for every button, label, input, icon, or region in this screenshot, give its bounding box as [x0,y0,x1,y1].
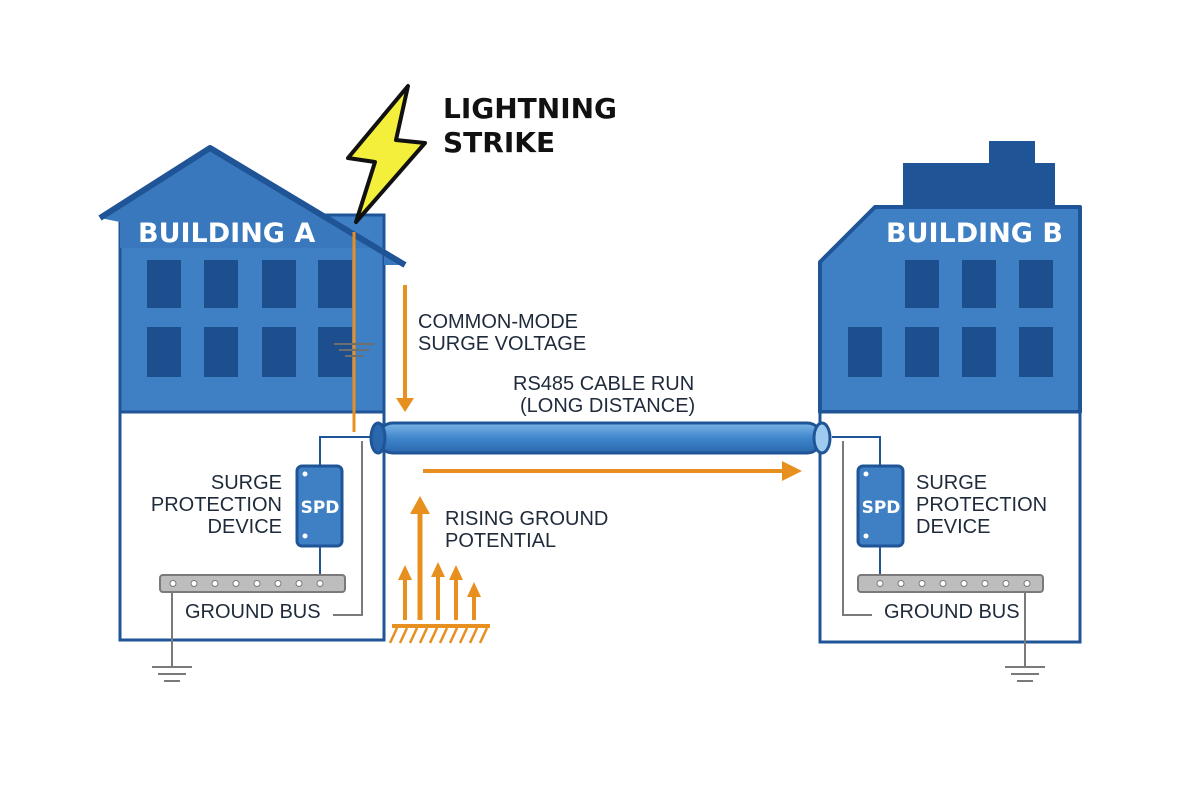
surge-label-line2: SURGE VOLTAGE [418,333,586,355]
rising-label-line2: POTENTIAL [445,530,556,552]
building-b: BUILDING B [818,141,1082,644]
spd-a-label-line1: SURGE [211,472,282,494]
spd-a: SPD [295,464,344,578]
strike-label-line1: LIGHTNING [443,92,617,125]
spd-b: SPD [856,464,905,578]
building-a-roofline [98,145,407,268]
cable-label-line2: (LONG DISTANCE) [520,395,695,417]
building-b-facade [818,205,1082,414]
rs485-cable [369,421,832,455]
strike-label-line2: STRIKE [443,126,555,159]
ground-bus-b [857,574,1044,593]
ground-bus-a-label: GROUND BUS [185,601,321,623]
building-b-rooftop-unit [903,163,1055,209]
rising-ground-arrows [398,496,481,620]
spd-a-label-line2: PROTECTION [151,494,282,516]
building-b-chimney [989,141,1035,167]
spd-a-text: SPD [301,498,340,518]
building-a-roof [100,148,405,265]
building-a-title: BUILDING A [138,218,315,249]
bond-wire-b [842,441,872,616]
surge-flow-arrowhead [782,461,802,481]
building-b-title: BUILDING B [886,218,1063,249]
cable-to-spd-b-wire [832,436,881,466]
cable-to-spd-a-wire [319,436,372,466]
cable-label-line1: RS485 CABLE RUN [513,373,694,395]
surge-arrowhead [396,398,414,412]
building-b-windows [848,260,1053,377]
ground-bus-b-label: GROUND BUS [884,601,1020,623]
bond-wire-a [333,441,363,616]
conductor-ground-icon [334,343,374,357]
earth-ground-a-icon [152,666,192,682]
lightning-bolt-icon [346,84,427,224]
spd-b-label-line3: DEVICE [916,516,990,538]
surge-label-line1: COMMON-MODE [418,311,578,333]
building-a: BUILDING A [98,145,407,642]
spd-b-label-line1: SURGE [916,472,987,494]
ground-hatch-icon [388,624,490,644]
spd-b-label-line2: PROTECTION [916,494,1047,516]
spd-a-label-line3: DEVICE [208,516,282,538]
earth-ground-b-icon [1005,666,1045,682]
building-a-windows [147,260,352,377]
rising-label-line1: RISING GROUND [445,508,608,530]
ground-bus-a [159,574,346,593]
spd-b-text: SPD [862,498,901,518]
